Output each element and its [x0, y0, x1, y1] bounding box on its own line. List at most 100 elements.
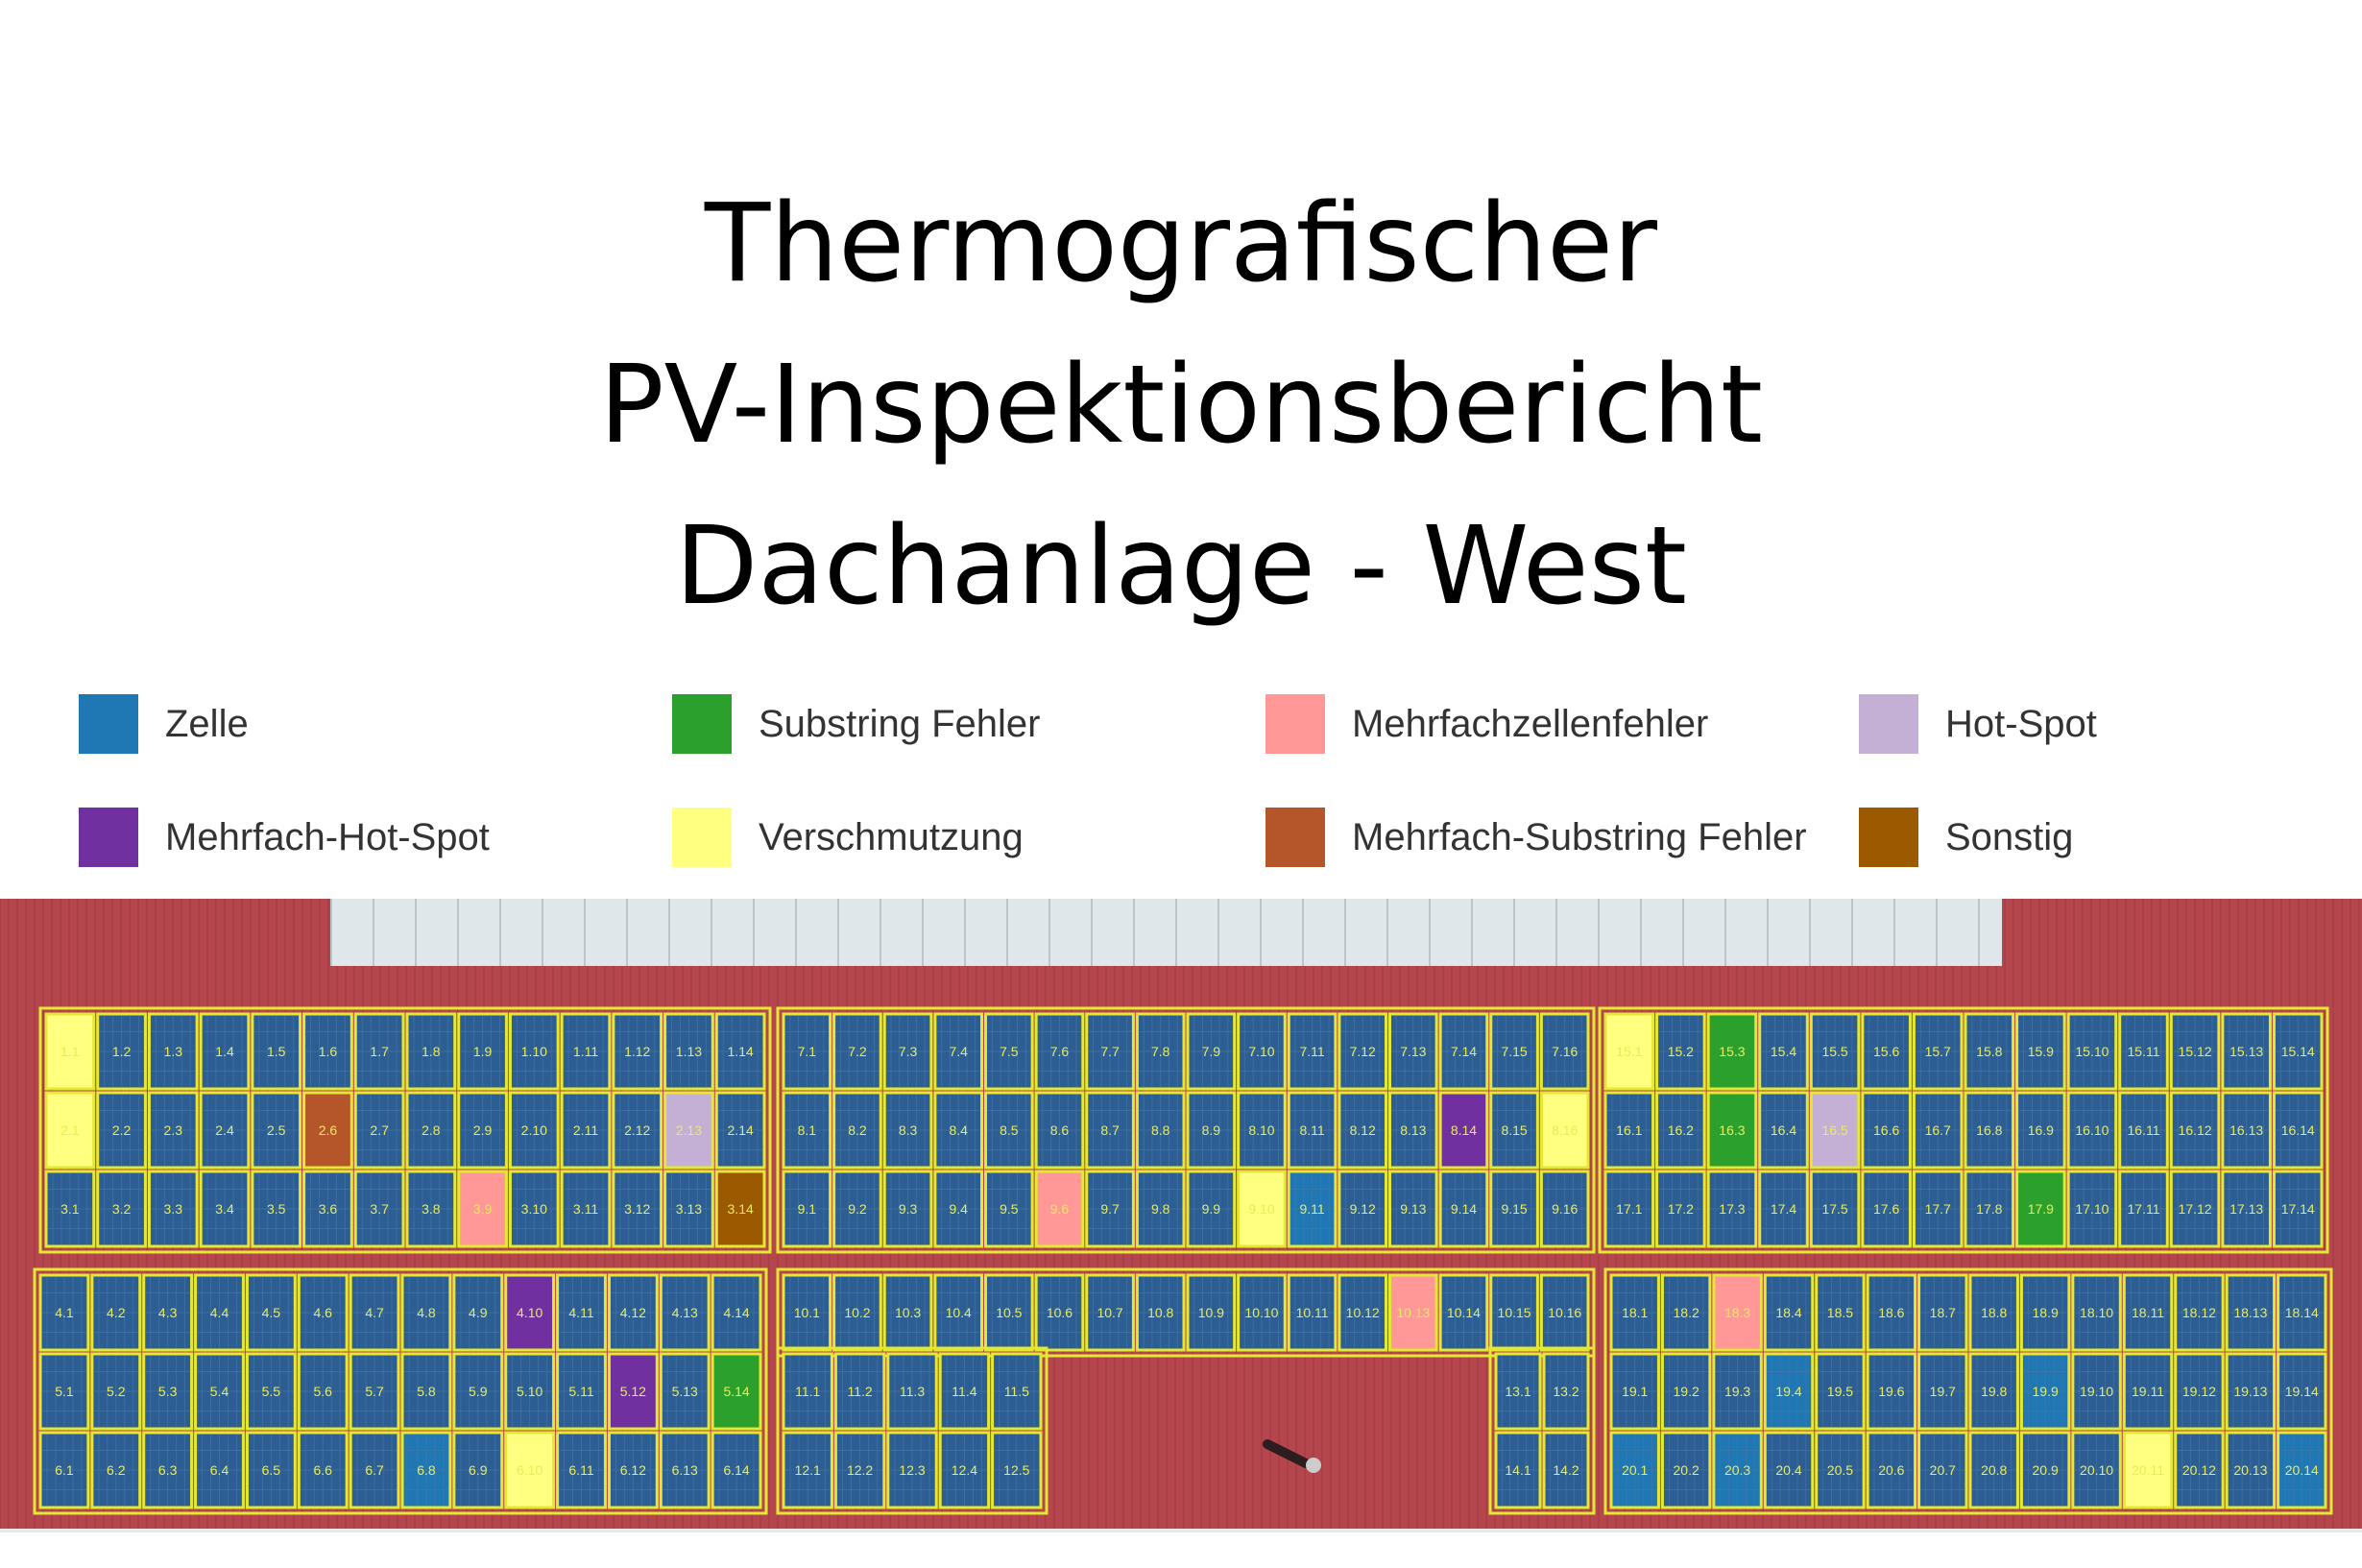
- module-label: 5.6: [313, 1384, 332, 1399]
- module-label: 15.14: [2281, 1044, 2315, 1059]
- pv-module-verschmutzung: [1237, 1170, 1287, 1248]
- module-label: 9.9: [1202, 1201, 1221, 1217]
- module-label: 7.1: [798, 1044, 817, 1059]
- module-label: 7.2: [848, 1044, 867, 1059]
- module-label: 17.6: [1873, 1201, 1899, 1217]
- legend-item-verschmutzung: Verschmutzung: [672, 807, 1024, 868]
- module-label: 20.2: [1674, 1462, 1699, 1478]
- module-label: 20.12: [2182, 1462, 2216, 1478]
- module-label: 15.10: [2075, 1044, 2109, 1059]
- module-label: 4.4: [210, 1305, 229, 1320]
- module-label: 15.5: [1821, 1044, 1847, 1059]
- module-label: 18.11: [2132, 1305, 2164, 1320]
- module-label: 9.15: [1501, 1201, 1527, 1217]
- module-label: 9.6: [1050, 1201, 1070, 1217]
- pv-module-verschmutzung: [1603, 1012, 1655, 1091]
- module-label: 15.1: [1616, 1044, 1642, 1059]
- module-label: 15.12: [2179, 1044, 2212, 1059]
- module-label: 17.8: [1976, 1201, 2002, 1217]
- module-label: 3.11: [573, 1201, 598, 1217]
- module-label: 17.1: [1616, 1201, 1642, 1217]
- pv-module-substring: [1706, 1012, 1758, 1091]
- module-label: 15.3: [1719, 1044, 1745, 1059]
- module-label: 8.9: [1202, 1122, 1221, 1138]
- module-label: 15.11: [2128, 1044, 2160, 1059]
- module-label: 2.2: [112, 1122, 132, 1138]
- module-label: 19.14: [2285, 1384, 2319, 1399]
- module-label: 9.2: [848, 1201, 867, 1217]
- module-label: 8.4: [949, 1122, 968, 1138]
- person-shadow: [1263, 1439, 1311, 1468]
- module-label: 6.12: [620, 1462, 646, 1478]
- module-label: 6.6: [313, 1462, 332, 1478]
- module-label: 15.6: [1873, 1044, 1899, 1059]
- legend-item-substring: Substring Fehler: [672, 693, 1040, 755]
- module-label: 20.14: [2285, 1462, 2319, 1478]
- module-label: 2.8: [422, 1122, 441, 1138]
- module-label: 16.12: [2179, 1122, 2212, 1138]
- module-label: 9.10: [1248, 1201, 1274, 1217]
- module-label: 4.12: [620, 1305, 646, 1320]
- module-label: 2.11: [573, 1122, 598, 1138]
- module-label: 10.15: [1498, 1305, 1531, 1320]
- module-label: 7.7: [1100, 1044, 1120, 1059]
- module-label: 16.4: [1771, 1122, 1796, 1138]
- module-label: 3.4: [215, 1201, 234, 1217]
- module-label: 8.13: [1400, 1122, 1426, 1138]
- module-label: 5.2: [107, 1384, 126, 1399]
- module-label: 4.3: [158, 1305, 178, 1320]
- legend-label: Verschmutzung: [759, 815, 1024, 858]
- module-label: 3.12: [624, 1201, 650, 1217]
- report-title: Thermografischer PV-Inspektionsbericht D…: [0, 163, 2362, 647]
- module-block-frame: [1598, 1006, 2329, 1254]
- module-label: 7.15: [1501, 1044, 1527, 1059]
- module-label: 3.9: [473, 1201, 493, 1217]
- legend-swatch: [79, 808, 138, 867]
- pv-module-mehrfach-hotspot: [607, 1352, 659, 1431]
- module-label: 5.8: [417, 1384, 436, 1399]
- module-label: 14.2: [1553, 1462, 1579, 1478]
- module-label: 10.12: [1346, 1305, 1380, 1320]
- pv-module-mehrfachzellen: [457, 1170, 508, 1248]
- module-label: 9.12: [1350, 1201, 1376, 1217]
- pv-module-mehrfachzellen: [1388, 1273, 1438, 1352]
- module-label: 7.5: [1000, 1044, 1019, 1059]
- module-label: 8.6: [1050, 1122, 1070, 1138]
- module-label: 19.10: [2080, 1384, 2113, 1399]
- pv-module-hotspot: [1809, 1091, 1861, 1170]
- module-label: 2.7: [370, 1122, 389, 1138]
- module-label: 5.14: [723, 1384, 749, 1399]
- module-label: 4.5: [262, 1305, 281, 1320]
- module-label: 8.16: [1552, 1122, 1578, 1138]
- module-label: 7.11: [1299, 1044, 1324, 1059]
- module-label: 16.5: [1821, 1122, 1847, 1138]
- module-label: 8.10: [1248, 1122, 1274, 1138]
- module-label: 1.14: [728, 1044, 754, 1059]
- module-label: 20.1: [1622, 1462, 1648, 1478]
- module-label: 16.6: [1873, 1122, 1899, 1138]
- module-label: 15.13: [2229, 1044, 2263, 1059]
- module-label: 5.10: [517, 1384, 542, 1399]
- legend-item-mehrfach-substring: Mehrfach-Substring Fehler: [1265, 807, 1807, 868]
- module-label: 20.7: [1930, 1462, 1956, 1478]
- module-label: 16.11: [2128, 1122, 2160, 1138]
- module-label: 16.1: [1616, 1122, 1642, 1138]
- module-label: 17.13: [2229, 1201, 2263, 1217]
- module-label: 9.16: [1552, 1201, 1578, 1217]
- module-label: 20.5: [1827, 1462, 1853, 1478]
- module-label: 17.5: [1821, 1201, 1847, 1217]
- module-label: 4.11: [568, 1305, 593, 1320]
- legend-swatch: [1859, 694, 1918, 754]
- module-label: 9.4: [949, 1201, 968, 1217]
- module-label: 1.7: [370, 1044, 389, 1059]
- module-label: 17.3: [1719, 1201, 1745, 1217]
- module-label: 20.3: [1724, 1462, 1750, 1478]
- module-label: 10.5: [996, 1305, 1022, 1320]
- module-label: 10.13: [1396, 1305, 1430, 1320]
- module-label: 3.8: [422, 1201, 441, 1217]
- module-label: 6.7: [365, 1462, 384, 1478]
- module-label: 4.7: [365, 1305, 384, 1320]
- module-label: 17.2: [1668, 1201, 1694, 1217]
- module-label: 9.7: [1100, 1201, 1120, 1217]
- module-label: 19.12: [2182, 1384, 2216, 1399]
